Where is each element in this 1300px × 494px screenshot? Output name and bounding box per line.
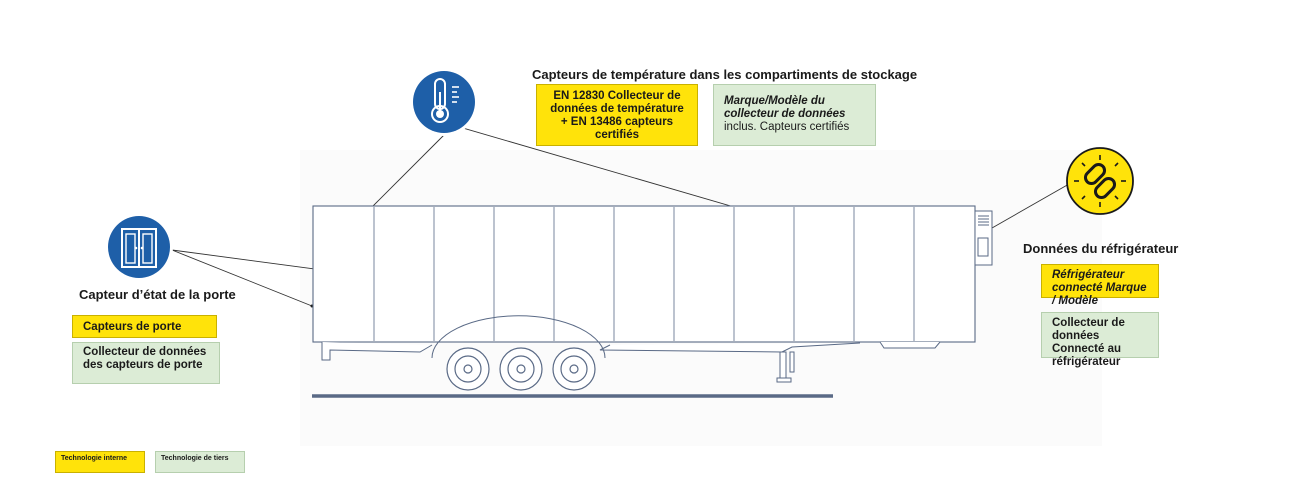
fridge-internal-box: Réfrigérateur connecté Marque / Modèle	[1041, 264, 1159, 307]
fridge-third-party-text: Collecteur de données Connecté au réfrig…	[1052, 317, 1125, 368]
trailer-body	[312, 205, 976, 343]
temperature-internal-box: EN 12830 Collecteur de données de tempér…	[536, 84, 698, 146]
door-internal-box: Capteurs de porte	[72, 315, 217, 338]
door-third-party-box: Collecteur de données des capteurs de po…	[72, 342, 220, 384]
temperature-heading: Capteurs de température dans les compart…	[532, 67, 918, 82]
door-internal-text: Capteurs de porte	[83, 321, 182, 333]
trailer-wheels	[446, 347, 596, 391]
temperature-third-party-box: Marque/Modèle du collecteur de données i…	[713, 84, 876, 146]
temperature-internal-text: EN 12830 Collecteur de données de tempér…	[550, 90, 684, 141]
door-heading: Capteur d’état de la porte	[79, 287, 236, 302]
fridge-third-party-box: Collecteur de données Connecté au réfrig…	[1041, 312, 1159, 368]
temp-connector-line-1	[363, 134, 445, 216]
fridge-internal-text: Réfrigérateur connecté Marque / Modèle	[1052, 269, 1147, 307]
link-chain-icon	[1066, 147, 1134, 215]
legend-third-party: Technologie de tiers	[155, 451, 245, 473]
temp-connector-line-2	[455, 125, 766, 217]
door-connector-line-2	[171, 249, 313, 307]
legend-third-party-label: Technologie de tiers	[161, 455, 229, 462]
thermometer-icon	[410, 68, 478, 136]
legend-internal-label: Technologie interne	[61, 455, 127, 462]
door-icon	[105, 213, 173, 281]
legend-internal: Technologie interne	[55, 451, 145, 473]
fridge-connector-line	[984, 183, 1070, 233]
door-third-party-text: Collecteur de données des capteurs de po…	[83, 346, 207, 371]
fridge-heading: Données du réfrigérateur	[1023, 241, 1179, 256]
temperature-third-party-line2: inclus. Capteurs certifiés	[724, 121, 850, 133]
temperature-third-party-line1: Marque/Modèle du collecteur de données	[724, 95, 846, 120]
